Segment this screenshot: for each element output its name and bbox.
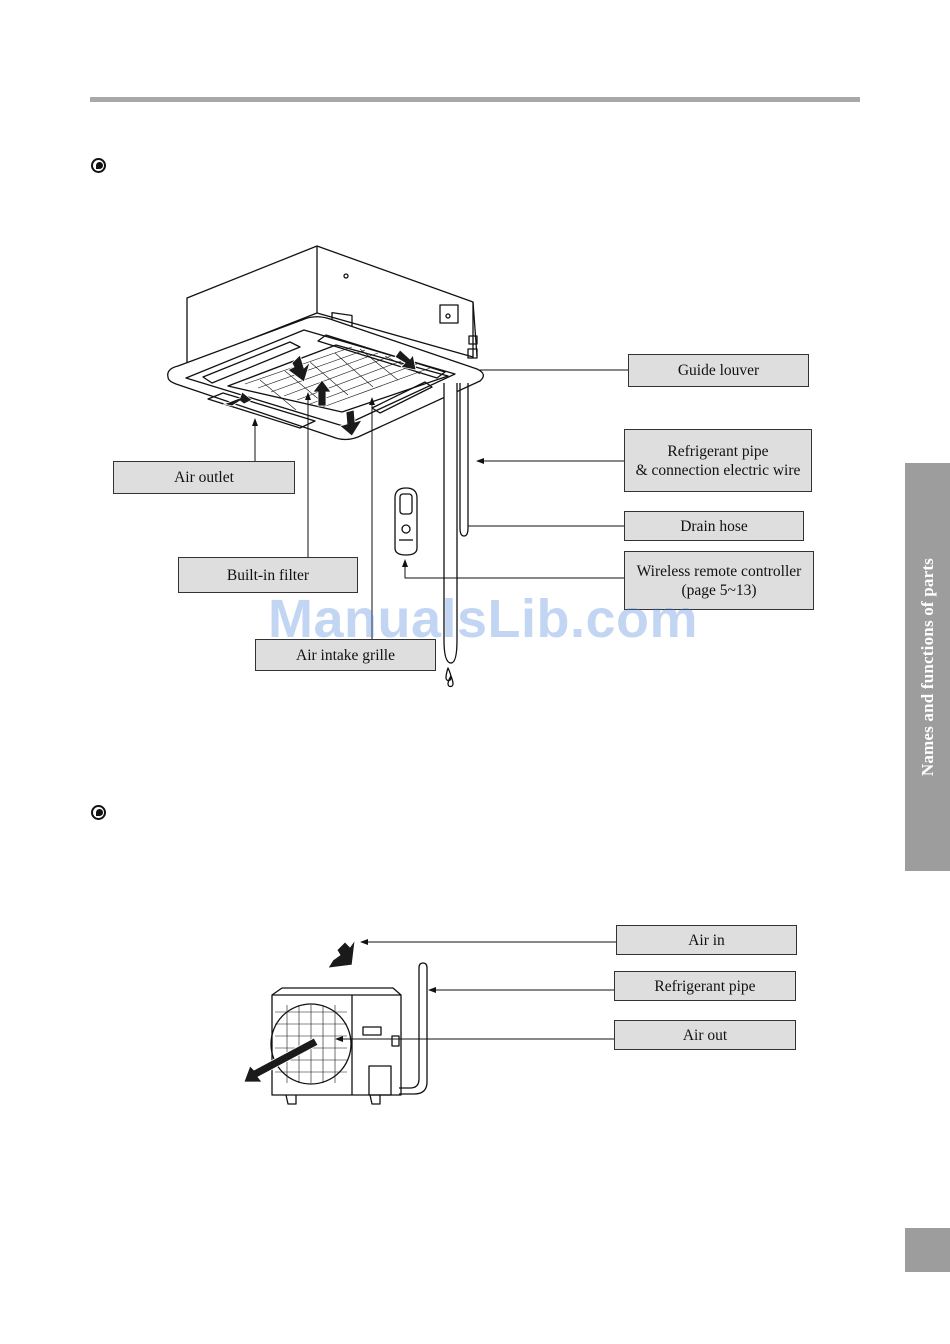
label-refrigerant-pipe: Refrigerant pipe [614,971,796,1001]
label-guide-louver: Guide louver [628,354,809,387]
airflow-arrows [224,350,416,1082]
watermark: ManualsLib.com [268,588,698,650]
page-number-tab [905,1228,950,1272]
remote-controller-drawing [395,488,417,555]
section-side-tab-text: Names and functions of parts [918,558,938,776]
label-air-outlet: Air outlet [113,461,295,494]
label-air-in: Air in [616,925,797,955]
label-drain-hose: Drain hose [624,511,804,541]
section-side-tab: Names and functions of parts [905,463,950,871]
outdoor-unit-drawing [271,963,427,1104]
label-refrigerant-pipe-wire: Refrigerant pipe & connection electric w… [624,429,812,492]
label-air-out: Air out [614,1020,796,1050]
